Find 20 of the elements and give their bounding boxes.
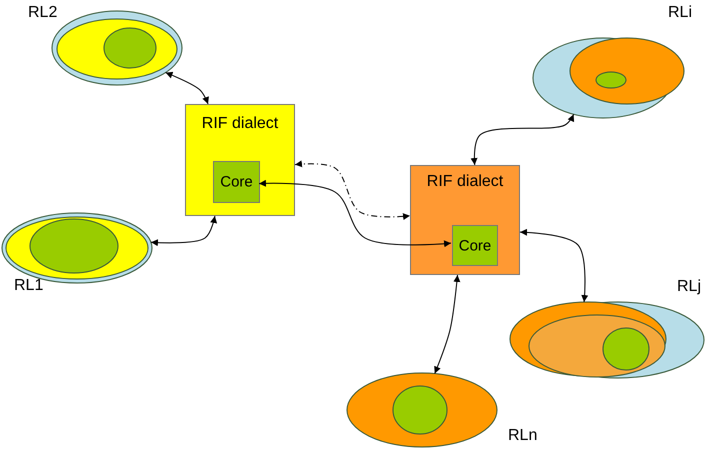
double-arrow xyxy=(470,114,574,166)
double-arrow xyxy=(258,180,452,248)
ellipse-label: RLi xyxy=(668,4,692,22)
double-arrow xyxy=(165,72,209,104)
box-title: Core xyxy=(458,237,492,254)
ellipse-label: RLj xyxy=(677,278,702,296)
box-title: RIF dialect xyxy=(200,115,280,133)
core-box xyxy=(452,225,498,266)
core-box xyxy=(213,161,260,203)
ellipse-label: RL1 xyxy=(14,277,44,295)
box-title: RIF dialect xyxy=(426,173,504,191)
double-arrow xyxy=(434,274,460,374)
ellipse-label: RL2 xyxy=(28,4,58,22)
dialect-box xyxy=(410,165,520,275)
dialect-box xyxy=(185,104,295,216)
box-title: Core xyxy=(219,174,254,190)
double-arrow xyxy=(520,228,588,303)
ellipse-label: RLn xyxy=(508,427,538,445)
double-arrow xyxy=(150,216,217,246)
double-arrow xyxy=(294,160,410,220)
